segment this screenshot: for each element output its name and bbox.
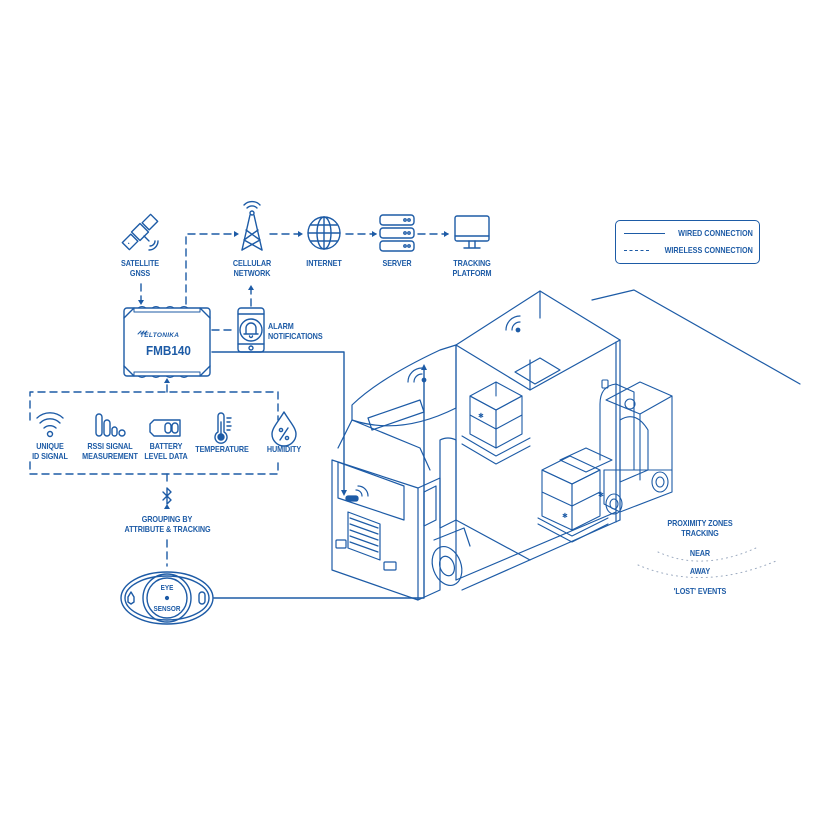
dashed-line-sample: [624, 249, 650, 251]
cell-tower-icon: [241, 200, 263, 251]
svg-text:✱: ✱: [562, 512, 568, 520]
fmb140-device: [123, 306, 211, 378]
server-icon: [379, 214, 415, 252]
wireless-connections: [29, 233, 449, 567]
zone-lost-events: 'LOST' EVENTS: [673, 586, 727, 596]
zone-near: NEAR: [689, 548, 711, 558]
monitor-icon: [454, 215, 490, 249]
wifi-signal-icon: [36, 412, 64, 438]
rssi-bars-icon: [95, 413, 126, 437]
solid-line-sample: [624, 232, 666, 234]
truck-cab: [331, 344, 457, 601]
device-model: FMB140: [146, 343, 191, 358]
bluetooth-icon: [162, 487, 172, 505]
eye-sensor-device: [120, 571, 214, 625]
device-brand: TELTONIKA: [140, 332, 180, 339]
humidity-drop-icon: [271, 411, 297, 447]
wired-connections: [211, 351, 427, 599]
forklift: [599, 379, 673, 515]
globe-icon: [307, 216, 341, 250]
cargo-crate: ✱: [461, 381, 531, 465]
battery-icon: [149, 419, 181, 437]
arrowheads: [138, 231, 449, 509]
eye-sensor-top-text: EYE: [160, 583, 174, 592]
legend-wireless: WIRELESS CONNECTION: [624, 244, 753, 256]
thermometer-icon: [214, 412, 232, 444]
truck-cargo-box: [455, 290, 621, 591]
humidity-label: HUMIDITY: [266, 444, 302, 454]
truck-wheel: [431, 527, 471, 586]
legend-wireless-label: WIRELESS CONNECTION: [664, 245, 753, 255]
legend-wired: WIRED CONNECTION: [624, 227, 753, 239]
legend-wired-label: WIRED CONNECTION: [678, 228, 753, 238]
zone-away: AWAY: [689, 566, 711, 576]
svg-text:✱: ✱: [478, 412, 484, 420]
temperature-label: TEMPERATURE: [195, 444, 249, 454]
svg-text:✱: ✱: [598, 491, 604, 499]
proximity-arcs: [637, 547, 777, 579]
eye-sensor-bottom-text: SENSOR: [153, 604, 181, 613]
internet-label: INTERNET: [306, 258, 342, 268]
pallet-boxes: ✱ ✱: [537, 447, 613, 543]
legend-box: WIRED CONNECTION WIRELESS CONNECTION: [615, 220, 760, 264]
phone-bell-icon: [237, 307, 265, 353]
server-label: SERVER: [382, 258, 412, 268]
warehouse-floor: [591, 289, 801, 385]
satellite-icon: [121, 213, 159, 251]
